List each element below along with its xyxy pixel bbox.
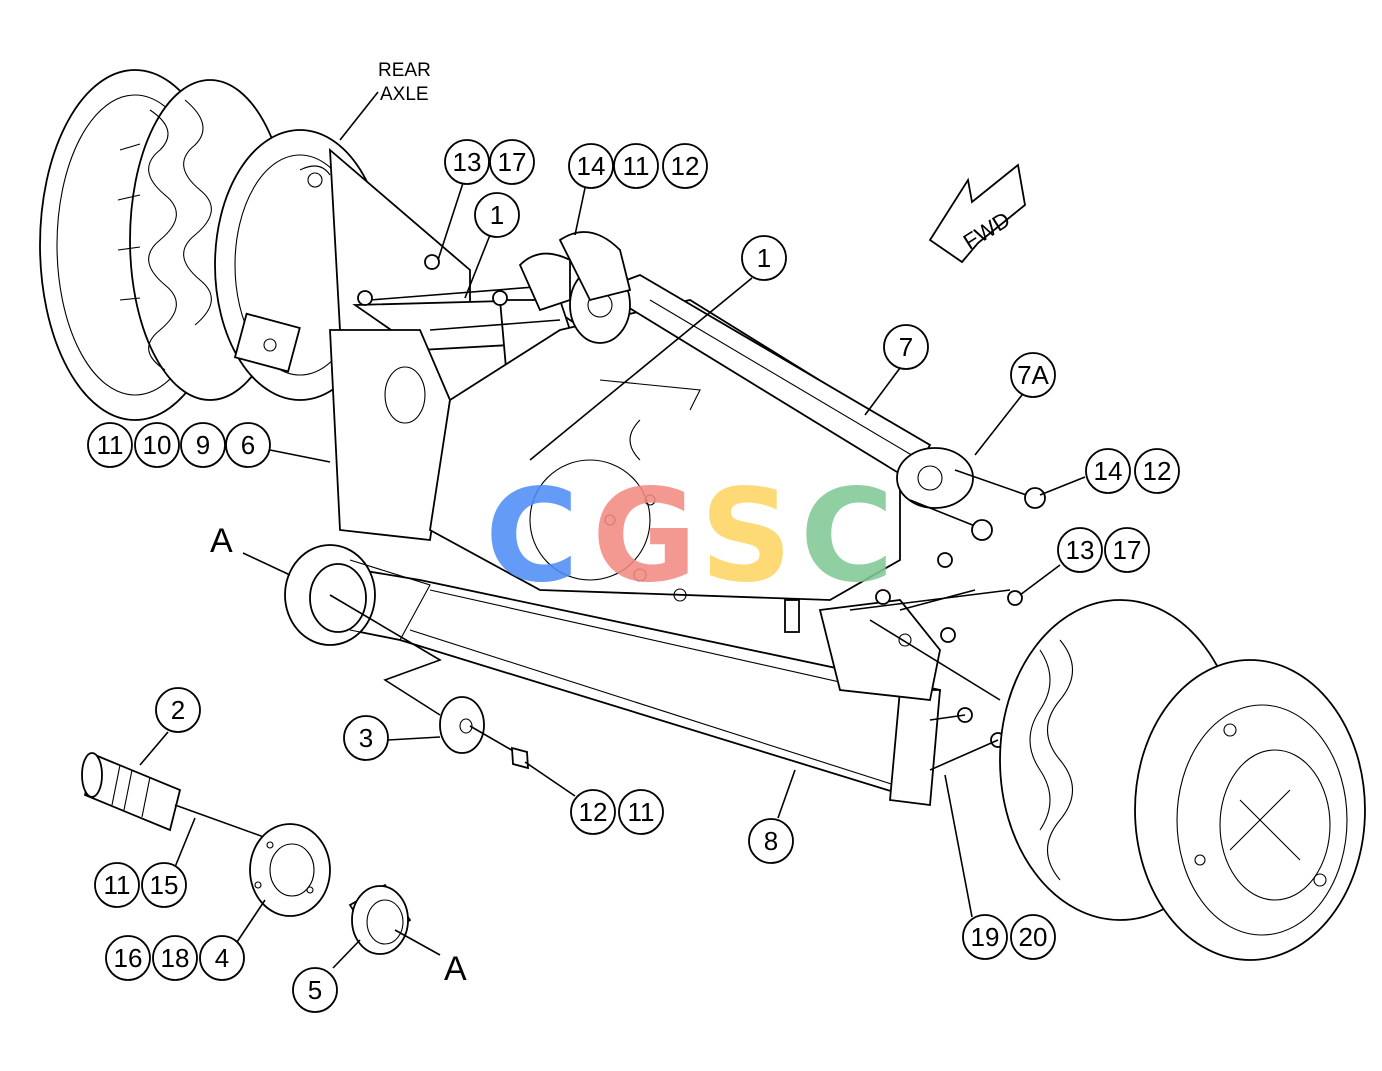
callout-13-right: 13 xyxy=(1057,527,1103,573)
svg-text:13: 13 xyxy=(1066,535,1095,565)
svg-text:18: 18 xyxy=(161,943,190,973)
callout-13-top: 13 xyxy=(444,139,490,185)
svg-text:12: 12 xyxy=(1143,456,1172,486)
callout-1-upper: 1 xyxy=(474,192,520,238)
callout-18: 18 xyxy=(152,935,198,981)
rear-axle-label: REAR AXLE xyxy=(339,60,431,141)
svg-text:9: 9 xyxy=(196,430,210,460)
svg-text:8: 8 xyxy=(764,826,778,856)
svg-text:5: 5 xyxy=(308,975,322,1005)
callout-11-pin: 11 xyxy=(94,862,140,908)
front-axle-wheel xyxy=(999,599,1366,961)
svg-text:14: 14 xyxy=(577,151,606,181)
svg-text:11: 11 xyxy=(628,797,655,827)
torque-rod xyxy=(518,231,1046,541)
retainer-plate xyxy=(249,823,331,917)
washer xyxy=(439,696,529,770)
svg-text:REAR: REAR xyxy=(378,60,431,81)
section-a-leaders xyxy=(242,552,442,956)
watermark-letter-c2: C xyxy=(800,462,894,611)
watermark-letter-s: S xyxy=(700,462,792,611)
callout-12-top: 12 xyxy=(662,143,708,189)
callout-7: 7 xyxy=(883,324,929,370)
svg-text:7A: 7A xyxy=(1017,360,1049,390)
svg-text:17: 17 xyxy=(498,147,527,177)
svg-text:13: 13 xyxy=(453,147,482,177)
callout-19: 19 xyxy=(962,914,1008,960)
pivot-pin xyxy=(81,752,301,851)
callout-17-top: 17 xyxy=(489,139,535,185)
svg-text:10: 10 xyxy=(143,430,172,460)
watermark-letter-c1: C xyxy=(485,462,579,611)
callout-5: 5 xyxy=(292,967,338,1013)
section-a-marker-bottom: A xyxy=(444,950,467,988)
svg-text:3: 3 xyxy=(359,723,373,753)
front-bracket xyxy=(784,552,1023,771)
callout-14-right: 14 xyxy=(1085,448,1131,494)
callout-11-left: 11 xyxy=(87,422,133,468)
svg-text:11: 11 xyxy=(97,430,124,460)
svg-text:2: 2 xyxy=(171,695,185,725)
callout-2: 2 xyxy=(155,687,201,733)
svg-text:16: 16 xyxy=(114,943,143,973)
callout-7a: 7A xyxy=(1010,352,1056,398)
callout-20: 20 xyxy=(1010,914,1056,960)
bearing xyxy=(348,883,412,955)
svg-text:15: 15 xyxy=(150,870,179,900)
callout-3: 3 xyxy=(343,715,389,761)
section-a-marker-top: A xyxy=(210,522,233,560)
svg-text:14: 14 xyxy=(1094,456,1123,486)
svg-text:1: 1 xyxy=(490,200,504,230)
svg-text:12: 12 xyxy=(579,797,608,827)
callout-10: 10 xyxy=(134,422,180,468)
svg-text:11: 11 xyxy=(623,151,650,181)
callout-14-top: 14 xyxy=(568,143,614,189)
svg-text:11: 11 xyxy=(104,870,131,900)
rear-axle-wheel xyxy=(39,69,386,421)
svg-text:17: 17 xyxy=(1113,535,1142,565)
svg-text:7: 7 xyxy=(899,332,913,362)
svg-text:1: 1 xyxy=(757,243,771,273)
svg-text:6: 6 xyxy=(241,430,255,460)
svg-text:AXLE: AXLE xyxy=(380,84,429,105)
svg-text:19: 19 xyxy=(971,922,1000,952)
callout-15: 15 xyxy=(141,862,187,908)
callout-4: 4 xyxy=(199,935,245,981)
callout-9: 9 xyxy=(180,422,226,468)
watermark-letter-g: G xyxy=(592,462,697,611)
callout-1-right: 1 xyxy=(741,235,787,281)
callout-8: 8 xyxy=(748,818,794,864)
svg-text:20: 20 xyxy=(1019,922,1048,952)
fwd-arrow-icon: FWD xyxy=(928,163,1026,264)
callout-12-lower: 12 xyxy=(570,789,616,835)
callout-16: 16 xyxy=(105,935,151,981)
callout-12-right: 12 xyxy=(1134,448,1180,494)
callout-11-lower: 11 xyxy=(618,789,664,835)
callout-17-right: 17 xyxy=(1104,527,1150,573)
svg-text:12: 12 xyxy=(671,151,700,181)
callout-6: 6 xyxy=(225,422,271,468)
svg-text:4: 4 xyxy=(215,943,229,973)
callout-leaders xyxy=(139,182,1086,969)
callout-11-top: 11 xyxy=(613,143,659,189)
watermark-logo: C G S C xyxy=(485,462,894,611)
